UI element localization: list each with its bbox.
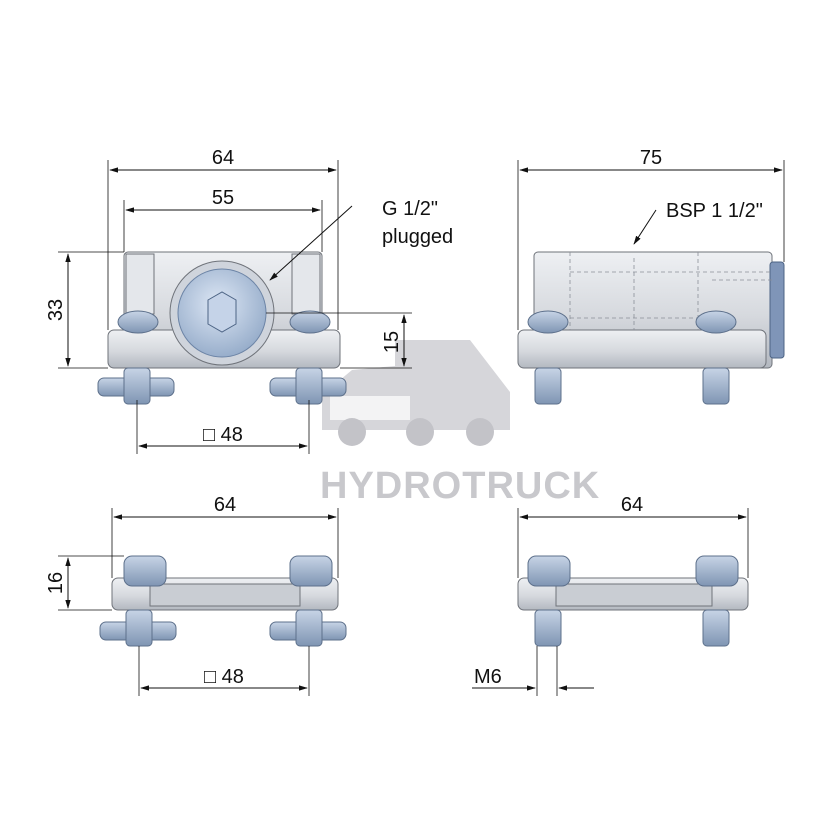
bolt-head (527, 310, 569, 334)
side-view: 75 BSP 1 1/2" (517, 147, 785, 405)
truck-icon (322, 340, 510, 446)
base-flange-side (517, 329, 767, 369)
bolt-head (289, 310, 331, 334)
dim-front-height: 33 (45, 299, 67, 321)
left-post (125, 253, 155, 315)
bolt-head (695, 310, 737, 334)
dim-bottom-side-width: 64 (621, 494, 643, 516)
dim-bottom-bolt-spacing: □ 48 (204, 666, 244, 688)
bolt-head (527, 555, 571, 587)
bolt-shank (123, 367, 151, 405)
bolt-shank (295, 367, 323, 405)
plate-center (555, 583, 713, 607)
bolt-shank (534, 609, 562, 647)
port-callout: BSP 1 1/2" (666, 200, 763, 222)
bolt-head (695, 555, 739, 587)
bottom-side-view: 64 M6 (472, 494, 749, 696)
dim-bottom-width: 64 (214, 494, 236, 516)
dim-side-length: 75 (640, 147, 662, 169)
dim-port-height: 15 (381, 331, 403, 353)
port-fitting (769, 261, 785, 359)
plug-callout-line1: G 1/2" (382, 198, 438, 220)
plug-callout-line2: plugged (382, 226, 453, 248)
right-post (291, 253, 321, 315)
front-view: 64 55 33 15 G 1/2" plugged □ 48 (45, 147, 453, 454)
dim-thread: M6 (474, 666, 502, 688)
callout-leader (269, 205, 353, 281)
plate-center (149, 583, 301, 607)
bolt-shank (534, 367, 562, 405)
bolt-shank (125, 609, 153, 647)
bottom-view: 64 16 □ 48 (45, 494, 347, 696)
watermark: HYDROTRUCK (320, 340, 600, 507)
hex-socket (207, 291, 237, 333)
dim-bottom-height: 16 (45, 572, 67, 594)
dim-front-inner: 55 (212, 187, 234, 209)
dim-front-bolt-spacing: □ 48 (203, 424, 243, 446)
bolt-head (117, 310, 159, 334)
bolt-shank (702, 609, 730, 647)
watermark-text: HYDROTRUCK (320, 465, 600, 507)
bolt-head (289, 555, 333, 587)
dim-front-width: 64 (212, 147, 234, 169)
callout-leader (633, 209, 657, 245)
bolt-shank (702, 367, 730, 405)
bolt-head (123, 555, 167, 587)
bolt-shank (295, 609, 323, 647)
